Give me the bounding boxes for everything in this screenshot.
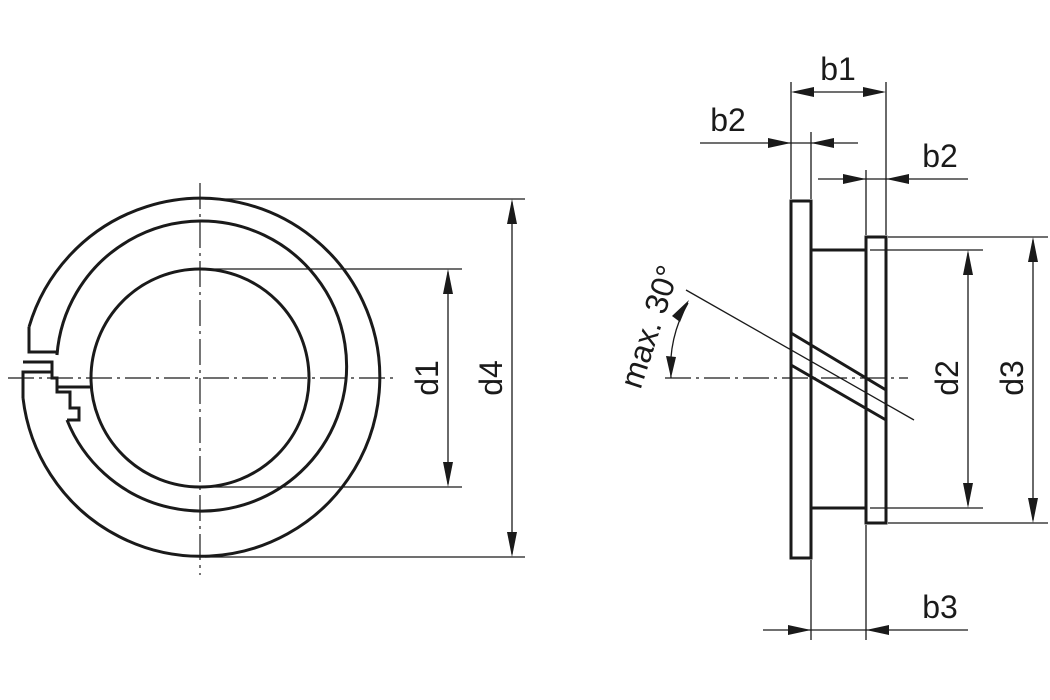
b1-arrow-left — [791, 87, 814, 97]
d4-label: d4 — [473, 360, 509, 396]
b2-right-arrow-left — [843, 174, 866, 184]
d1-arrow-bottom — [443, 462, 453, 487]
b1-arrow-right — [863, 87, 886, 97]
d2-label: d2 — [929, 360, 965, 396]
split-line-center — [685, 289, 915, 421]
split-line-upper — [790, 331, 887, 392]
front-view: d1 d4 — [8, 183, 525, 575]
b3-label: b3 — [922, 589, 958, 625]
d3-arrow-bottom — [1028, 498, 1038, 523]
angle-arrow-top — [672, 300, 689, 322]
flange-body — [789, 199, 813, 560]
b2-left-arrow-left — [768, 138, 791, 148]
middle-ring-edge — [55, 219, 349, 513]
b3-arrow-right — [866, 625, 889, 635]
d3-arrow-top — [1028, 237, 1038, 262]
side-view: max. 30° d2 d3 b1 b2 b2 — [613, 51, 1048, 640]
d2-arrow-top — [963, 250, 973, 275]
b1-label: b1 — [820, 51, 856, 87]
angle-label: max. 30° — [613, 261, 686, 393]
d2-arrow-bottom — [963, 483, 973, 508]
split-line-lower — [790, 363, 887, 422]
b2-left-label: b2 — [710, 102, 746, 138]
d4-arrow-top — [507, 199, 517, 224]
d3-label: d3 — [994, 360, 1030, 396]
sleeve-body — [809, 248, 870, 510]
d1-arrow-top — [443, 269, 453, 294]
b2-left-arrow-right — [811, 138, 834, 148]
d1-label: d1 — [409, 360, 445, 396]
outer-ring-edge — [21, 196, 382, 558]
angle-arrow-bottom — [666, 356, 676, 378]
end-collar — [864, 235, 888, 525]
d4-arrow-bottom — [507, 532, 517, 557]
b3-arrow-left — [788, 625, 811, 635]
b2-right-label: b2 — [922, 138, 958, 174]
split-slot — [21, 327, 91, 422]
b2-right-arrow-right — [886, 174, 909, 184]
inner-bore-edge — [89, 267, 311, 489]
